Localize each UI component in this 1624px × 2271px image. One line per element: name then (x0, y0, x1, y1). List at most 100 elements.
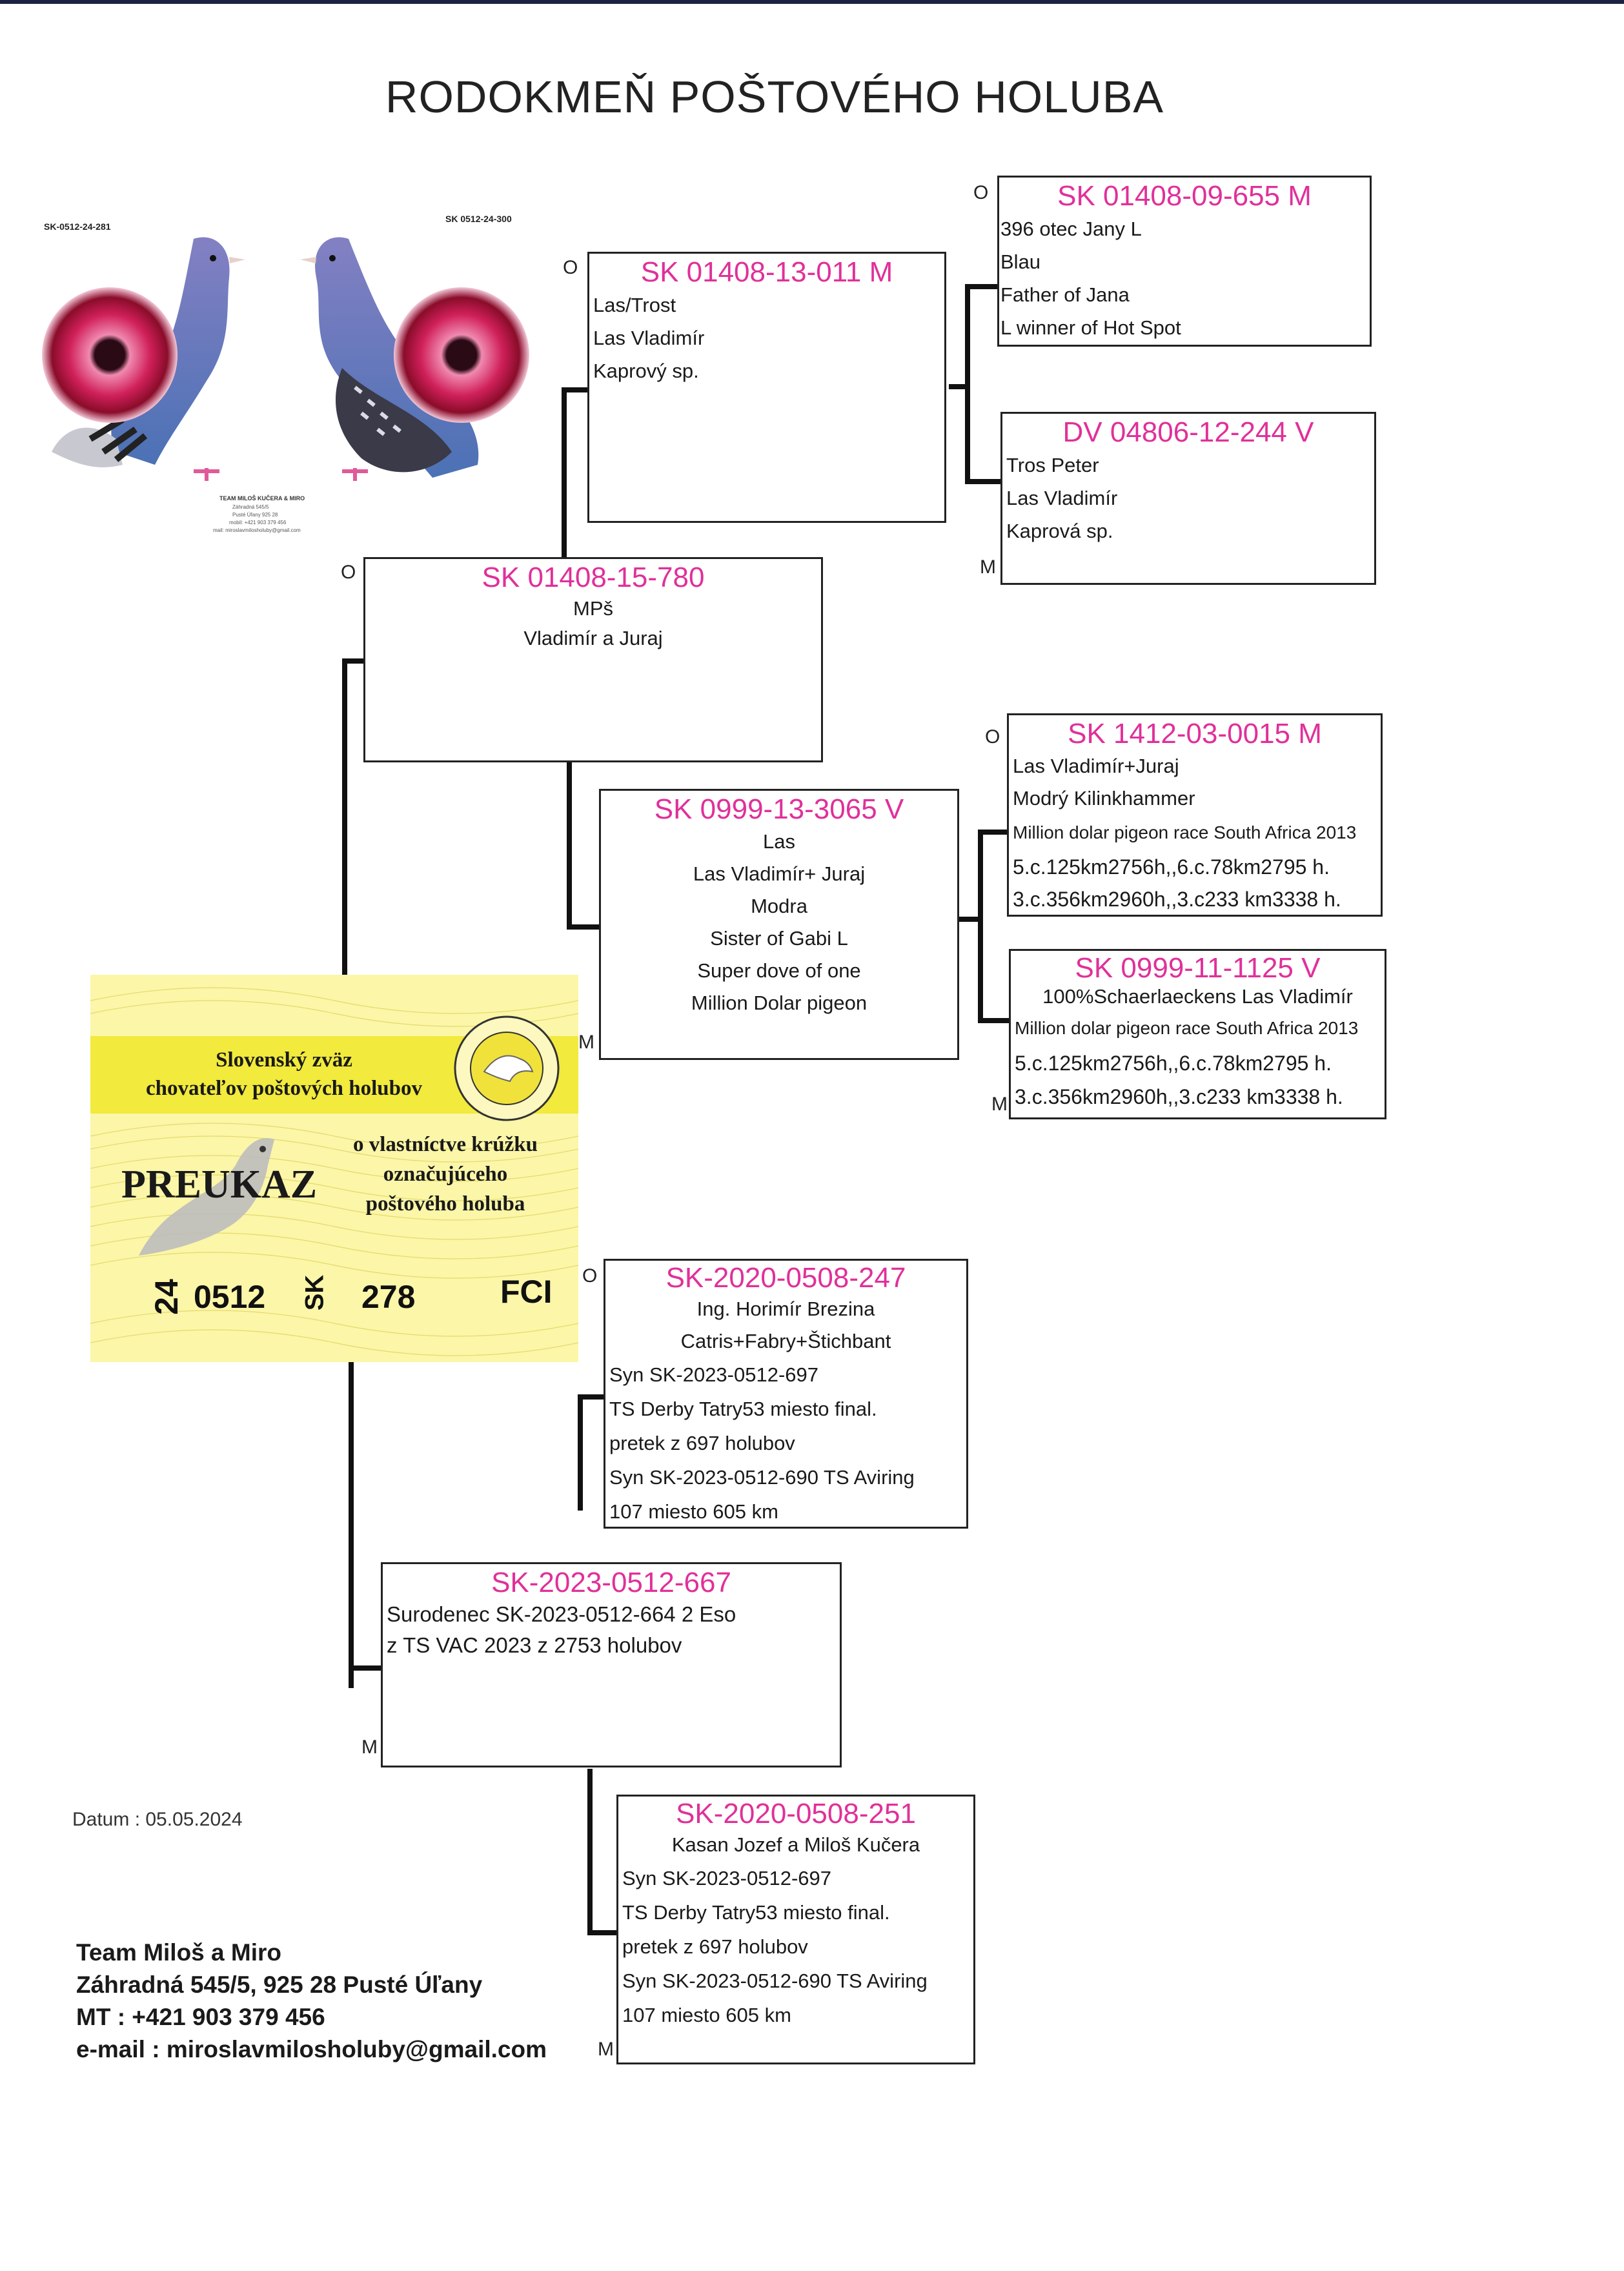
certificate-heading: PREUKAZ (121, 1163, 318, 1207)
certificate-guilloche (90, 987, 578, 1356)
contact-block: Team Miloš a Miro Záhradná 545/5, 925 28… (76, 1937, 547, 2066)
mf-line: TS Derby Tatry53 miesto final. (609, 1398, 877, 1420)
certificate-sub-line1: o vlastníctve krúžku (352, 1133, 538, 1156)
tree-connector (578, 1394, 583, 1511)
certificate-org: Slovenský zväz chovateľov poštových holu… (116, 1046, 452, 1103)
mf-line: pretek z 697 holubov (609, 1432, 795, 1454)
mm-ring: SK-2020-0508-251 (676, 1798, 916, 1829)
certificate-subtitle: o vlastníctve krúžku označujúceho poštov… (323, 1130, 568, 1219)
fff-ring: SK 01408-09-655 M (1057, 180, 1312, 212)
certificate-pigeon-icon (139, 1138, 274, 1256)
tree-connector (978, 830, 983, 1023)
ff-marker: O (563, 257, 578, 278)
certificate-year: 24 (148, 1279, 185, 1315)
ffm-line: Tros Peter (1006, 454, 1099, 476)
ff-box: SK 01408-13-011 M Las/Trost Las Vladimír… (587, 252, 946, 523)
mf-line: 107 miesto 605 km (609, 1500, 778, 1523)
tree-connector (578, 1394, 604, 1400)
mf-marker: O (582, 1265, 598, 1287)
contact-address: Záhradná 545/5, 925 28 Pusté Úľany (76, 1971, 483, 1998)
tree-connector (562, 387, 567, 568)
tree-connector (978, 1018, 1010, 1023)
tree-connector (978, 830, 1010, 835)
mm-marker: M (598, 2039, 614, 2060)
mother-line: Surodenec SK-2023-0512-664 2 Eso (387, 1602, 736, 1626)
father-marker: O (341, 562, 356, 583)
tree-connector (349, 1665, 382, 1671)
tree-connector (562, 387, 587, 392)
photo-ring-right: SK 0512-24-300 (445, 214, 512, 224)
mf-line: Ing. Horimír Brezina (696, 1298, 875, 1320)
ff-line: Las Vladimír (593, 327, 705, 349)
tree-connector (949, 384, 970, 389)
tree-connector (567, 755, 572, 930)
tree-connector (965, 479, 1004, 484)
fmm-line: Million dolar pigeon race South Africa 2… (1015, 1018, 1359, 1038)
tree-connector (587, 1769, 593, 1930)
date-label: Datum : 05.05.2024 (72, 1809, 243, 1830)
tree-connector (587, 1930, 616, 1935)
fmf-marker: O (985, 726, 1000, 748)
tree-connector (349, 1346, 354, 1688)
union-logo-icon (454, 1015, 560, 1121)
certificate-org-line2: chovateľov poštových holubov (145, 1077, 423, 1100)
fff-line: 396 otec Jany L (1000, 218, 1142, 240)
ffm-ring: DV 04806-12-244 V (1062, 416, 1314, 448)
ring-certificate: Slovenský zväz chovateľov poštových holu… (90, 975, 578, 1362)
fff-box: SK 01408-09-655 M 396 otec Jany L Blau F… (997, 176, 1372, 347)
mm-line: Kasan Jozef a Miloš Kučera (671, 1833, 920, 1856)
father-line: Vladimír a Juraj (523, 627, 663, 649)
mm-line: Syn SK-2023-0512-690 TS Aviring (622, 1970, 928, 1992)
fm-line: Sister of Gabi L (710, 927, 848, 950)
mother-line: z TS VAC 2023 z 2753 holubov (387, 1633, 682, 1657)
pigeon-photo-drawing: SK-0512-24-281 SK 0512-24-300 TEAM MILOŠ… (42, 214, 529, 533)
mm-line: pretek z 697 holubov (622, 1935, 808, 1958)
tree-connector (342, 658, 347, 981)
certificate-sub-line3: poštového holuba (365, 1192, 525, 1216)
fmf-line: 3.c.356km2960h,,3.c233 km3338 h. (1013, 888, 1341, 911)
certificate-number: 278 (361, 1279, 416, 1315)
photo-caption-4: mobil: +421 903 379 456 (229, 520, 287, 525)
certificate-sub-line2: označujúceho (383, 1163, 508, 1186)
fm-line: Million Dolar pigeon (691, 992, 868, 1014)
father-line: MPš (573, 597, 613, 620)
fmm-line: 5.c.125km2756h,,6.c.78km2795 h. (1015, 1052, 1332, 1075)
mm-line: Syn SK-2023-0512-697 (622, 1867, 832, 1889)
photo-caption-1: TEAM MILOŠ KUČERA & MIRO (219, 494, 305, 502)
certificate-country: SK (300, 1274, 329, 1311)
tree-connector (965, 284, 1004, 289)
contact-email: e-mail : miroslavmilosholuby@gmail.com (76, 2036, 547, 2062)
fm-marker: M (578, 1032, 594, 1053)
ff-ring: SK 01408-13-011 M (640, 256, 893, 288)
fmm-line: 100%Schaerlaeckens Las Vladimír (1042, 985, 1353, 1008)
fm-line: Las (763, 830, 795, 853)
photo-ring-left: SK-0512-24-281 (44, 221, 111, 232)
fff-marker: O (973, 182, 989, 203)
fmm-box: SK 0999-11-1125 V 100%Schaerlaeckens Las… (1009, 949, 1386, 1119)
mm-line: 107 miesto 605 km (622, 2004, 791, 2026)
ff-line: Las/Trost (593, 294, 676, 316)
mf-box: SK-2020-0508-247 Ing. Horimír Brezina Ca… (604, 1259, 968, 1529)
ffm-line: Las Vladimír (1006, 487, 1118, 509)
fm-ring: SK 0999-13-3065 V (654, 793, 904, 825)
ff-line: Kaprový sp. (593, 360, 699, 382)
ffm-box: DV 04806-12-244 V Tros Peter Las Vladimí… (1000, 412, 1376, 585)
fff-line: L winner of Hot Spot (1000, 316, 1181, 339)
father-ring: SK 01408-15-780 (482, 562, 705, 593)
photo-caption-2: Záhradná 545/5 (232, 504, 269, 510)
mother-box: SK-2023-0512-667 Surodenec SK-2023-0512-… (381, 1562, 842, 1767)
tree-connector (567, 924, 599, 930)
certificate-org-line1: Slovenský zväz (216, 1048, 352, 1072)
fm-line: Las Vladimír+ Juraj (693, 862, 866, 885)
certificate-club: 0512 (194, 1279, 266, 1315)
mother-marker: M (361, 1736, 378, 1758)
mm-line: TS Derby Tatry53 miesto final. (622, 1901, 890, 1924)
photo-caption-3: Pusté Úľany 925 28 (232, 512, 278, 518)
fmm-marker: M (991, 1094, 1008, 1115)
page-title: RODOKMEŇ POŠTOVÉHO HOLUBA (385, 72, 1164, 122)
scan-edge (0, 0, 1624, 4)
fmf-line: Modrý Kilinkhammer (1013, 787, 1195, 810)
fmf-line: Million dolar pigeon race South Africa 2… (1013, 822, 1357, 842)
contact-phone: MT : +421 903 379 456 (76, 2004, 325, 2030)
tree-connector (957, 917, 983, 922)
